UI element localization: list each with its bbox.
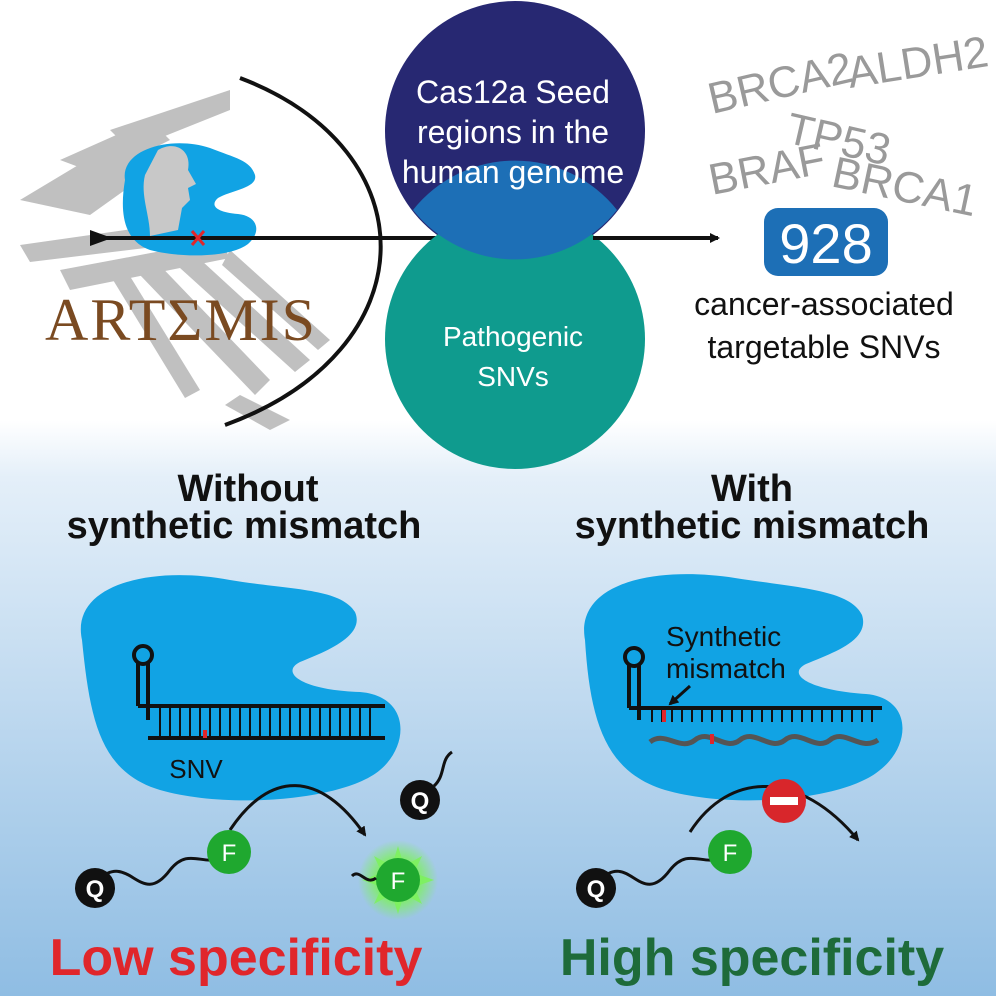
glowing-fluorophore: F	[350, 840, 438, 920]
result-block: 928 cancer-associated targetable SNVs	[694, 208, 954, 365]
left-title-line2: synthetic mismatch	[67, 505, 422, 547]
left-quencher-icon	[75, 868, 115, 908]
left-outcome: Low specificity	[50, 929, 423, 987]
result-line2: targetable SNVs	[707, 329, 940, 365]
right-guide-rungs	[651, 710, 873, 722]
left-fluorophore-label: F	[222, 840, 237, 867]
right-blocked-arrow	[688, 785, 860, 842]
left-panel: Without synthetic mismatch SNV	[50, 468, 453, 987]
left-reporter-strand	[96, 853, 227, 886]
left-released-quencher-label: Q	[411, 788, 430, 815]
mismatch-label-line2: mismatch	[666, 653, 786, 684]
artemis-figure-silhouette	[20, 90, 330, 430]
count-value: 928	[779, 212, 872, 275]
right-crrna-hairpin	[623, 646, 882, 720]
gene-cloud: BRCA2 ALDH2 TP53 BRAF BRCA1	[703, 27, 991, 226]
mismatch-pointer-arrow	[668, 684, 692, 706]
logo-wordmark: ARTΣMIS	[45, 287, 317, 353]
logo-cut-mark-icon	[190, 230, 206, 246]
logo-face-icon	[143, 146, 196, 236]
result-line1: cancer-associated	[694, 286, 954, 322]
right-fluorophore-icon	[708, 830, 752, 874]
left-snv-label: SNV	[169, 754, 223, 784]
right-title-line2: synthetic mismatch	[575, 505, 930, 547]
right-quencher-label: Q	[587, 876, 606, 903]
seed-circle-line2: regions in the	[417, 114, 609, 150]
left-crrna-hairpin	[132, 644, 385, 740]
left-protein-icon	[80, 575, 401, 801]
gene-label-braf: BRAF	[705, 134, 830, 204]
left-free-fluorophore-icon	[376, 858, 420, 902]
right-title-line1: With	[711, 468, 793, 510]
block-bar	[770, 797, 798, 805]
left-fluorophore-icon	[207, 830, 251, 874]
left-released-quencher-icon	[400, 780, 440, 820]
artemis-logo: ARTΣMIS	[20, 76, 472, 430]
snv-circle-line1: Pathogenic	[443, 321, 583, 352]
left-quencher-label: Q	[86, 876, 105, 903]
right-outcome: High specificity	[560, 929, 944, 987]
logo-arrow-fletching	[90, 230, 112, 246]
venn-diagram: Cas12a Seed regions in the human genome …	[385, 1, 645, 469]
left-cleavage-arrow	[228, 784, 367, 837]
right-reporter-strand	[598, 853, 727, 886]
right-panel: With synthetic mismatch Syntheti	[560, 468, 944, 987]
count-badge	[764, 208, 888, 276]
left-duplex-rungs	[159, 708, 371, 736]
right-quencher-icon	[576, 868, 616, 908]
left-title-line1: Without	[177, 468, 318, 510]
right-fluorophore-label: F	[723, 840, 738, 867]
gene-label-brca2: BRCA2	[703, 43, 857, 124]
left-free-fluorophore-label: F	[391, 868, 406, 895]
left-free-strand	[350, 872, 377, 882]
gene-label-aldh2: ALDH2	[844, 27, 992, 98]
bow	[224, 76, 383, 427]
seed-circle-line3: human genome	[402, 154, 624, 190]
left-released-strand	[432, 750, 453, 788]
snv-circle-line2: SNVs	[477, 361, 549, 392]
mismatch-label-line1: Synthetic	[666, 621, 781, 652]
pathogenic-snv-circle	[385, 209, 645, 469]
seed-circle-line1: Cas12a Seed	[416, 74, 610, 110]
right-target-strand	[648, 734, 880, 747]
venn-overlap	[413, 160, 617, 260]
